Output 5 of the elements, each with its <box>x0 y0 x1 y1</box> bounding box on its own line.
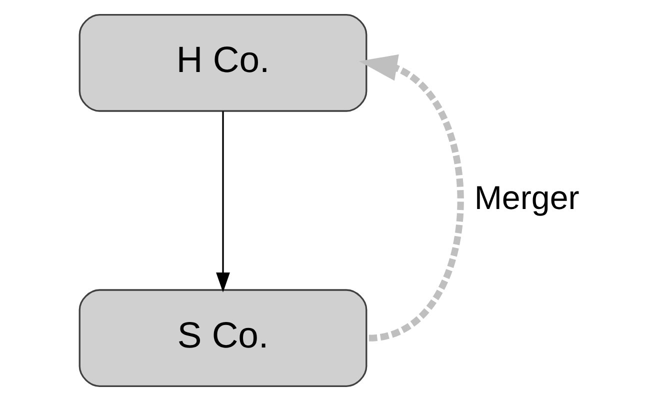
node-box: H Co. <box>78 14 367 112</box>
arrow <box>358 54 463 342</box>
arrow <box>216 111 230 292</box>
edge-label: Merger <box>474 180 579 217</box>
node-box: S Co. <box>78 289 367 387</box>
